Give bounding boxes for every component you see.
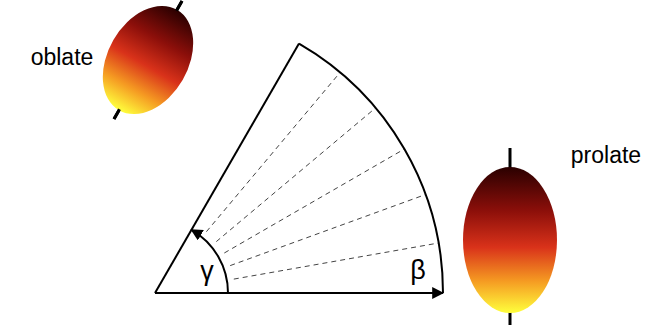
shape-label: prolate [571, 144, 641, 167]
axis-label: β [410, 257, 426, 284]
sector-arc [299, 44, 443, 293]
beta-axis [155, 292, 443, 294]
angle-label: γ [200, 258, 214, 285]
prolate-ellipsoid [463, 148, 557, 325]
shape-label: oblate [31, 46, 94, 69]
oblate-ellipsoid [79, 0, 216, 139]
gamma-arc [192, 230, 229, 293]
gamma-gridline [206, 72, 438, 279]
